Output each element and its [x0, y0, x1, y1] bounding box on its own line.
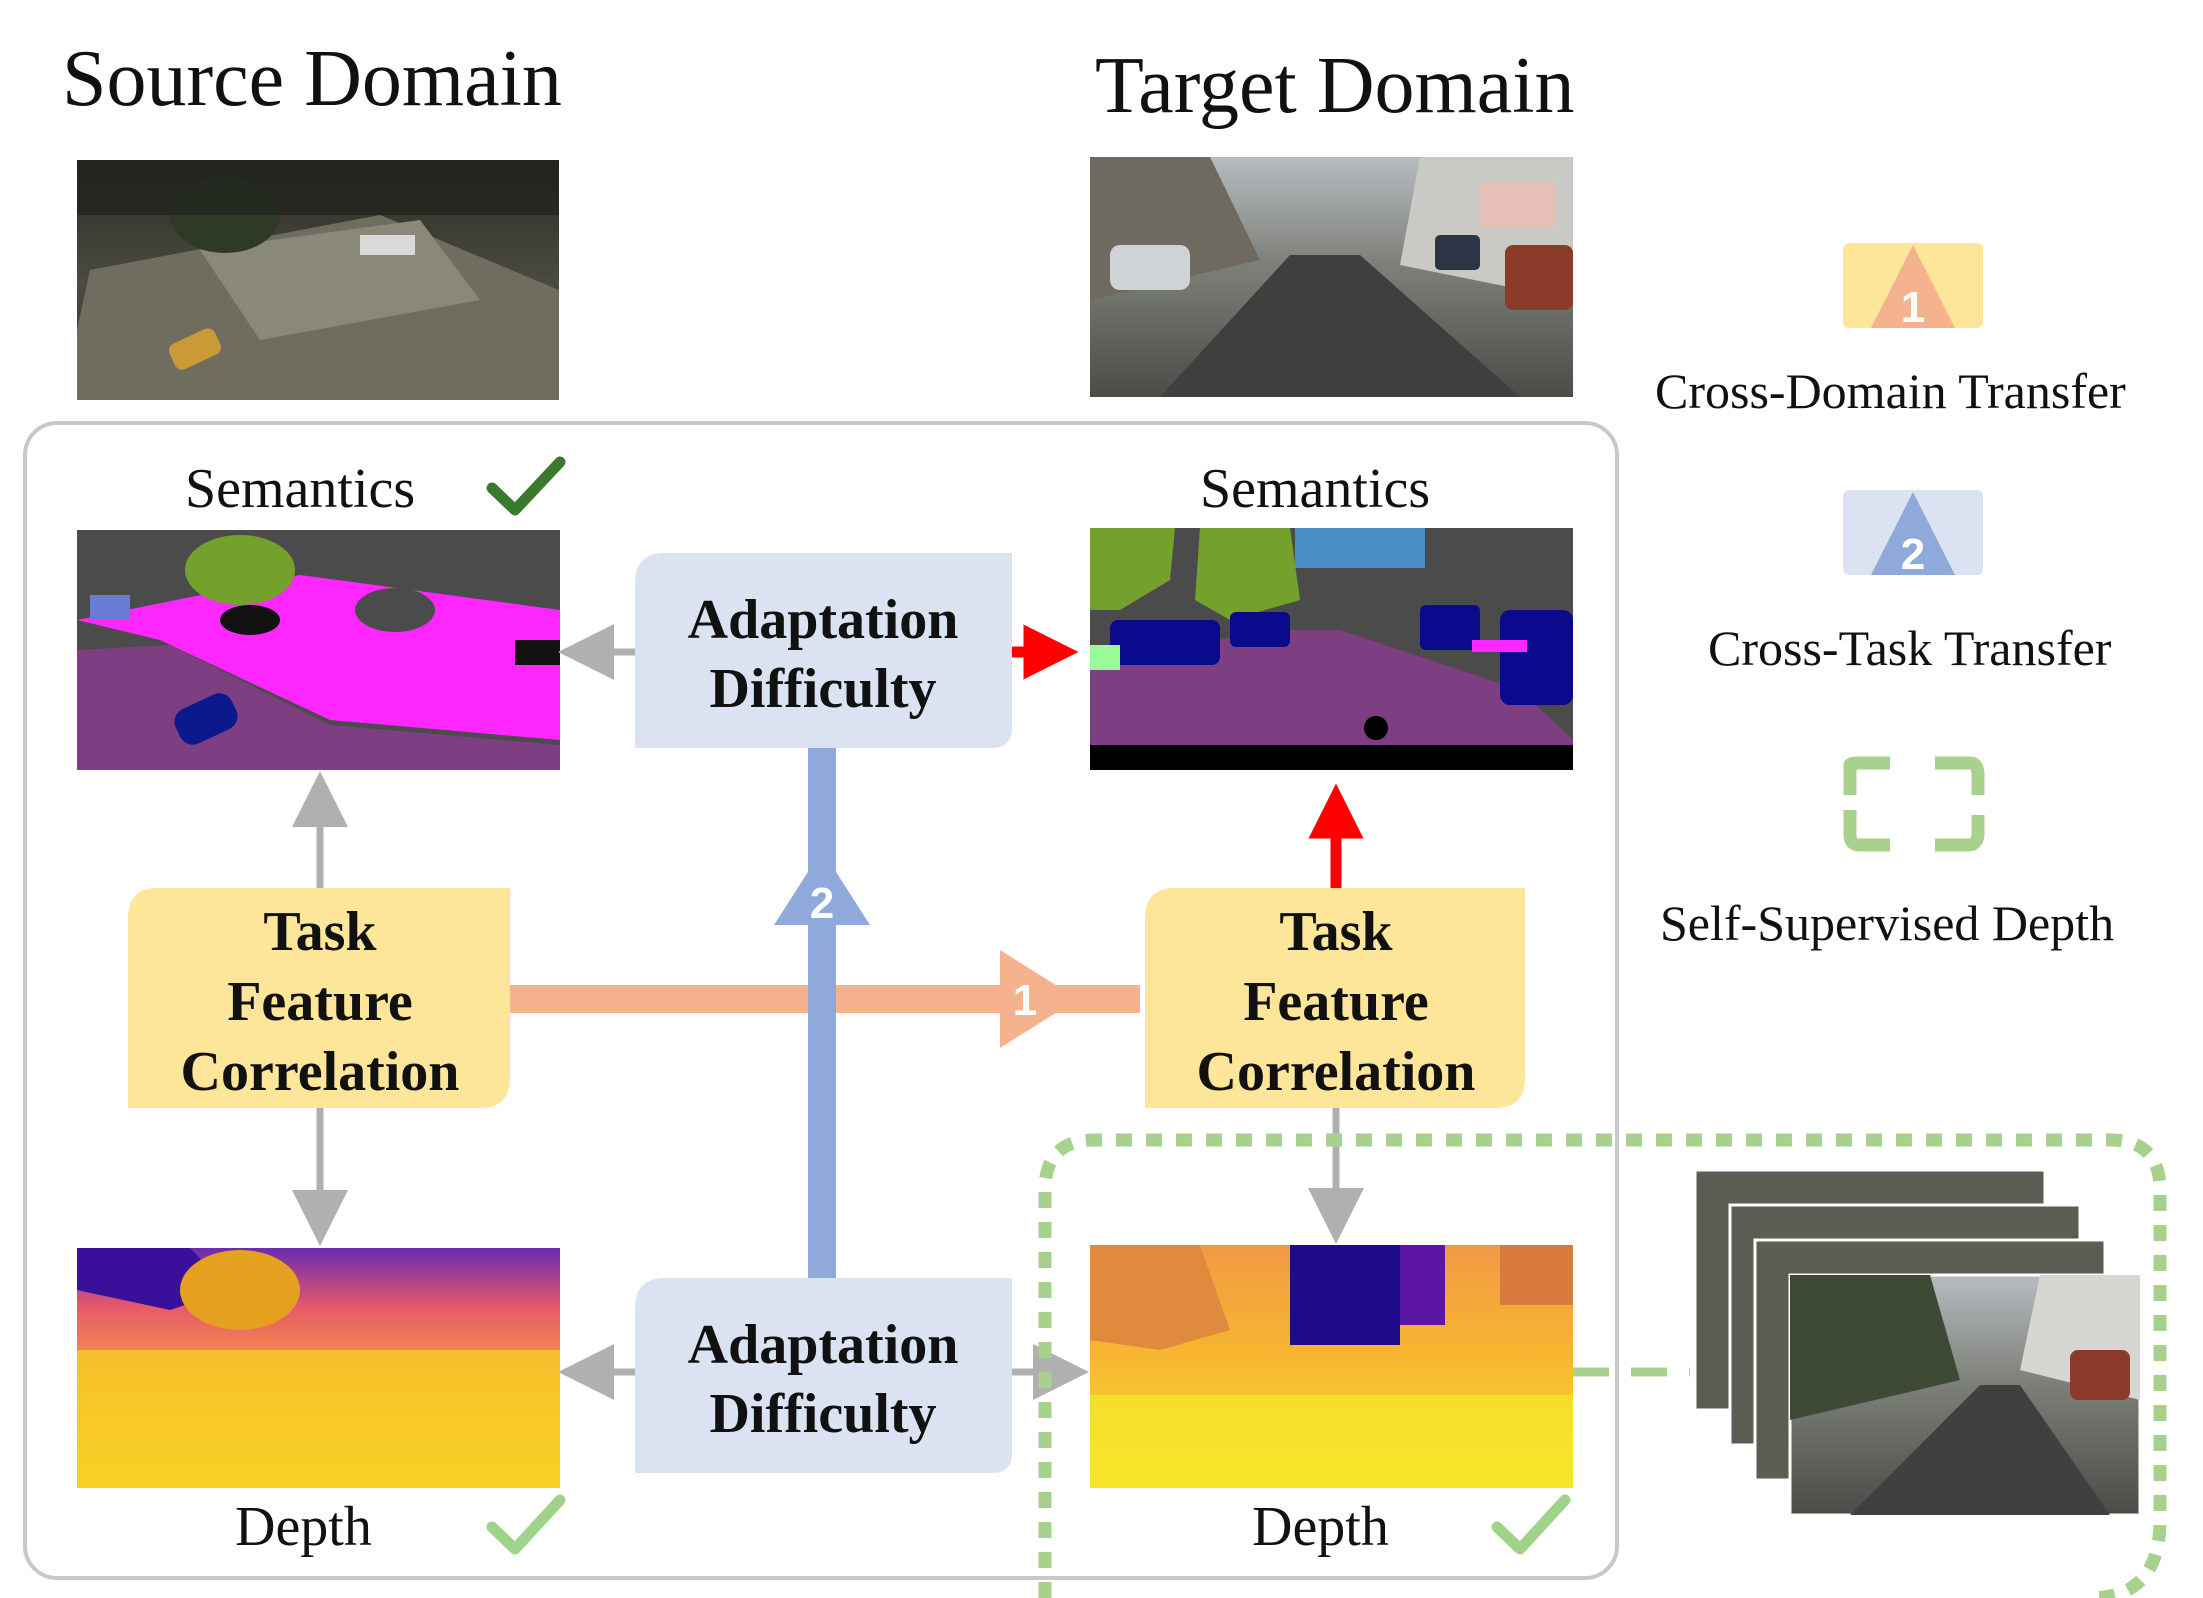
- check-icon-source-semantics: [486, 456, 566, 516]
- source-semantics-label: Semantics: [185, 458, 415, 520]
- task-right-line2: Feature: [1243, 971, 1429, 1033]
- task-left-line2: Feature: [227, 971, 413, 1033]
- green-dashed-frame-icon: [1843, 756, 1985, 852]
- target-depth-image: [1090, 1245, 1573, 1488]
- task-left-line1: Task: [263, 901, 377, 963]
- legend-cross-task-number: 2: [1901, 530, 1925, 579]
- task-feature-correlation-box-left: [128, 888, 510, 1108]
- source-depth-label: Depth: [235, 1496, 372, 1558]
- video-frames-stack: [1693, 1168, 2142, 1517]
- orange-triangle-icon: [1871, 245, 1955, 328]
- adaptation-difficulty-box-bottom: [635, 1278, 1012, 1473]
- task-right-line1: Task: [1279, 901, 1393, 963]
- adaptation-difficulty-box-top: [635, 553, 1015, 748]
- source-depth-image: [77, 1248, 560, 1488]
- target-semantics-image: [1090, 528, 1573, 770]
- target-depth-label: Depth: [1252, 1496, 1389, 1558]
- model-frame: [23, 421, 1619, 1580]
- adaptation-top-line1: Adaptation: [688, 589, 959, 651]
- task-right-line3: Correlation: [1197, 1041, 1476, 1103]
- cross-task-badge-number: 2: [810, 879, 834, 928]
- cross-task-bar-crossing: [808, 985, 836, 1013]
- cross-task-triangle-icon: [774, 850, 870, 925]
- check-icon-target-depth: [1491, 1494, 1571, 1555]
- target-semantics-label: Semantics: [1200, 458, 1430, 520]
- target-domain-title: Target Domain: [1095, 42, 1574, 130]
- adaptation-top-line2: Difficulty: [709, 658, 936, 720]
- legend: 1 Cross-Domain Transfer 2 Cross-Task Tra…: [1655, 243, 2126, 951]
- legend-self-supervised-label: Self-Supervised Depth: [1660, 895, 2114, 951]
- check-icon-source-depth: [486, 1494, 566, 1555]
- source-semantics-image: [77, 530, 560, 770]
- blue-triangle-icon: [1871, 492, 1955, 575]
- cross-domain-badge-number: 1: [1013, 976, 1037, 1025]
- adaptation-bottom-line1: Adaptation: [688, 1314, 959, 1376]
- legend-cross-domain-number: 1: [1901, 283, 1925, 332]
- cross-domain-triangle-icon: [1000, 950, 1078, 1048]
- target-rgb-image: [1090, 157, 1573, 397]
- adaptation-bottom-line2: Difficulty: [709, 1383, 936, 1445]
- source-rgb-image: [77, 160, 559, 400]
- legend-cross-domain-label: Cross-Domain Transfer: [1655, 363, 2126, 419]
- task-left-line3: Correlation: [181, 1041, 460, 1103]
- task-feature-correlation-box-right: [1145, 888, 1525, 1108]
- legend-cross-task-label: Cross-Task Transfer: [1708, 620, 2112, 676]
- source-domain-title: Source Domain: [62, 35, 562, 123]
